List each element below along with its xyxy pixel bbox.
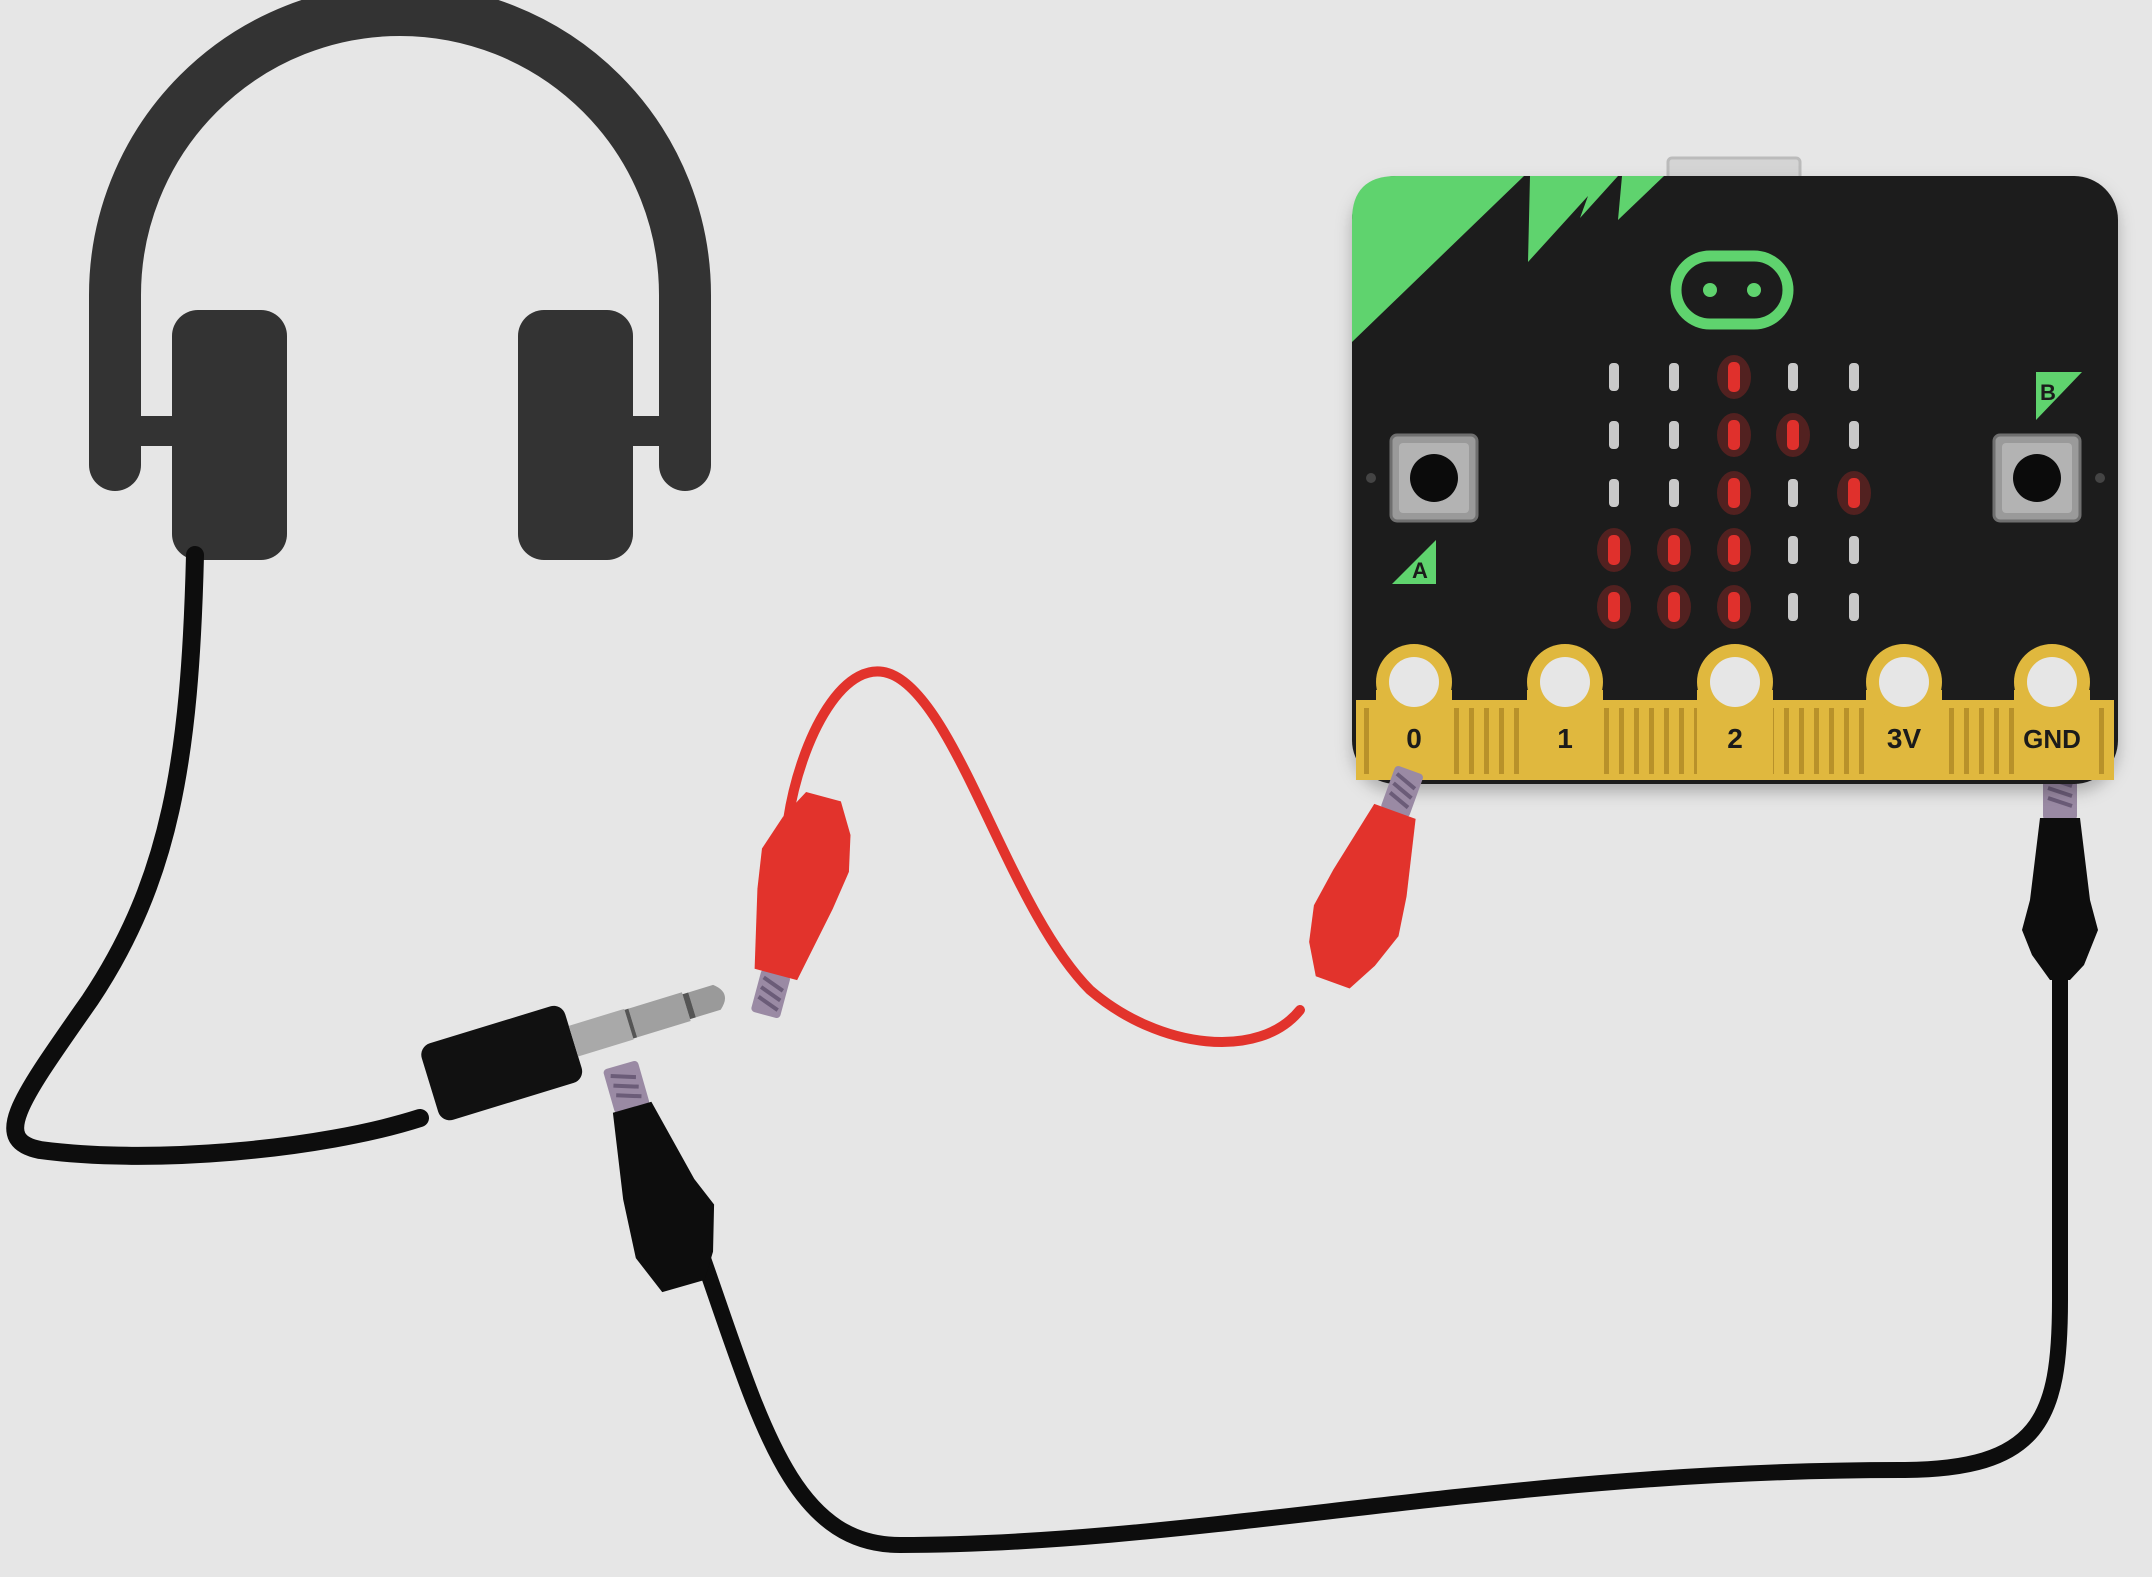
led-on [1728,592,1740,622]
edge-strip [1784,708,1789,774]
led-off [1849,363,1859,391]
pin-label: GND [2023,724,2081,754]
right-ear-cup [518,310,633,560]
led-on [1668,592,1680,622]
button-b[interactable] [1992,433,2082,523]
pin-hole [1540,657,1590,707]
pin-hole [1710,657,1760,707]
jack-ring [628,992,691,1038]
edge-strip [1514,708,1519,774]
headphone-cable [6,546,429,1165]
led-on [1608,592,1620,622]
led-off [1669,479,1679,507]
pin-hole [1879,657,1929,707]
edge-strip [1604,708,1609,774]
led-off [1609,363,1619,391]
jack-insulator [624,1008,638,1039]
black-wire [692,952,2068,1554]
headphones-icon [89,0,711,560]
led-off [1609,479,1619,507]
button-b-label-marker [2036,372,2082,420]
microbit-logo [1670,250,1794,330]
led-on [1728,478,1740,508]
edge-strip [1364,708,1369,774]
led-off [1669,421,1679,449]
edge-strip [1469,708,1474,774]
led-off [1849,593,1859,621]
microbit-board: A B 0 1 2 3V GND [1352,156,2118,784]
button-b-label: B [2040,380,2056,405]
edge-strip [1694,708,1699,774]
board-accent [1352,176,1524,342]
button-a-label-marker [1392,540,1436,584]
crocodile-clip-icon [2022,770,2098,980]
edge-strip [2009,708,2014,774]
edge-strip [1649,708,1654,774]
edge-strip [1499,708,1504,774]
button-a-label: A [1412,558,1428,583]
pin-label: 2 [1727,723,1743,754]
led-off [1609,421,1619,449]
led-on [1728,362,1740,392]
jack-plug-body [421,1005,583,1121]
crocodile-clip-icon [751,792,851,1018]
led-off [1788,479,1798,507]
jack-sleeve [568,1008,634,1057]
led-off [1788,536,1798,564]
led-off [1788,593,1798,621]
board-accent-tip [1618,176,1664,220]
led-on [1668,535,1680,565]
edge-pins: 0 1 2 3V GND [1376,644,2090,780]
led-off [1849,536,1859,564]
headband [89,0,711,491]
jack-tip [688,984,726,1018]
led-off [1849,421,1859,449]
edge-strip [1679,708,1684,774]
edge-strip [1619,708,1624,774]
edge-strip [1799,708,1804,774]
edge-strip [2099,708,2104,774]
led-on [1787,420,1799,450]
edge-strip [1484,708,1489,774]
led-on [1728,535,1740,565]
pin-hole [2027,657,2077,707]
led-on [1728,420,1740,450]
board-accent-stripe [1528,176,1618,262]
edge-strip [1634,708,1639,774]
led-on [1608,535,1620,565]
led-on [1848,478,1860,508]
led-off [1788,363,1798,391]
audio-jack-icon [421,984,726,1121]
edge-strip [1814,708,1819,774]
led-off [1669,363,1679,391]
edge-strip [1664,708,1669,774]
edge-strip [1964,708,1969,774]
edge-strip [1844,708,1849,774]
red-wire [783,666,1305,1047]
edge-strip [1829,708,1834,774]
edge-strip [1454,708,1459,774]
edge-strip [1979,708,1984,774]
button-a[interactable] [1389,433,1479,523]
crocodile-clip-icon [603,1060,715,1293]
left-ear-cup [172,310,287,560]
pin-label: 3V [1887,723,1922,754]
pin-label: 0 [1406,723,1422,754]
pin-label: 1 [1557,723,1573,754]
led-matrix [1597,355,1871,629]
edge-strip [1859,708,1864,774]
edge-strip [1994,708,1999,774]
edge-strip [1949,708,1954,774]
crocodile-clip-icon [1309,765,1423,989]
pin-hole [1389,657,1439,707]
